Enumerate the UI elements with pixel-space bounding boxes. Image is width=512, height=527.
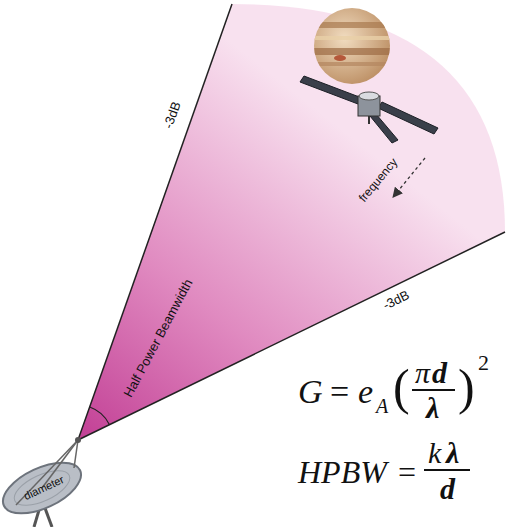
formula-exponent: 2	[478, 352, 489, 374]
gain-level-label: -3dB	[381, 288, 411, 312]
formula-symbol: G	[298, 375, 323, 409]
jupiter	[300, 8, 410, 84]
formula-symbol: d	[440, 474, 455, 504]
formula-symbol: HPBW	[298, 456, 387, 488]
formula-symbol: k	[428, 438, 441, 468]
formula-symbol: d	[432, 358, 447, 388]
formula-bracket: (	[393, 362, 410, 412]
beam	[78, 4, 505, 440]
formula-symbol: =	[398, 456, 416, 488]
gain-level-label: -3dB	[161, 100, 182, 130]
formula-symbol: e	[358, 375, 373, 409]
formula-symbol: λ	[426, 393, 439, 423]
formula-symbol: λ	[446, 438, 459, 468]
spacecraft	[300, 76, 438, 143]
dish	[0, 437, 89, 527]
formula-subscript: A	[376, 396, 388, 416]
formula-symbol: =	[330, 375, 349, 409]
formula-symbol: π	[415, 358, 430, 388]
formula-bracket: )	[458, 362, 475, 412]
